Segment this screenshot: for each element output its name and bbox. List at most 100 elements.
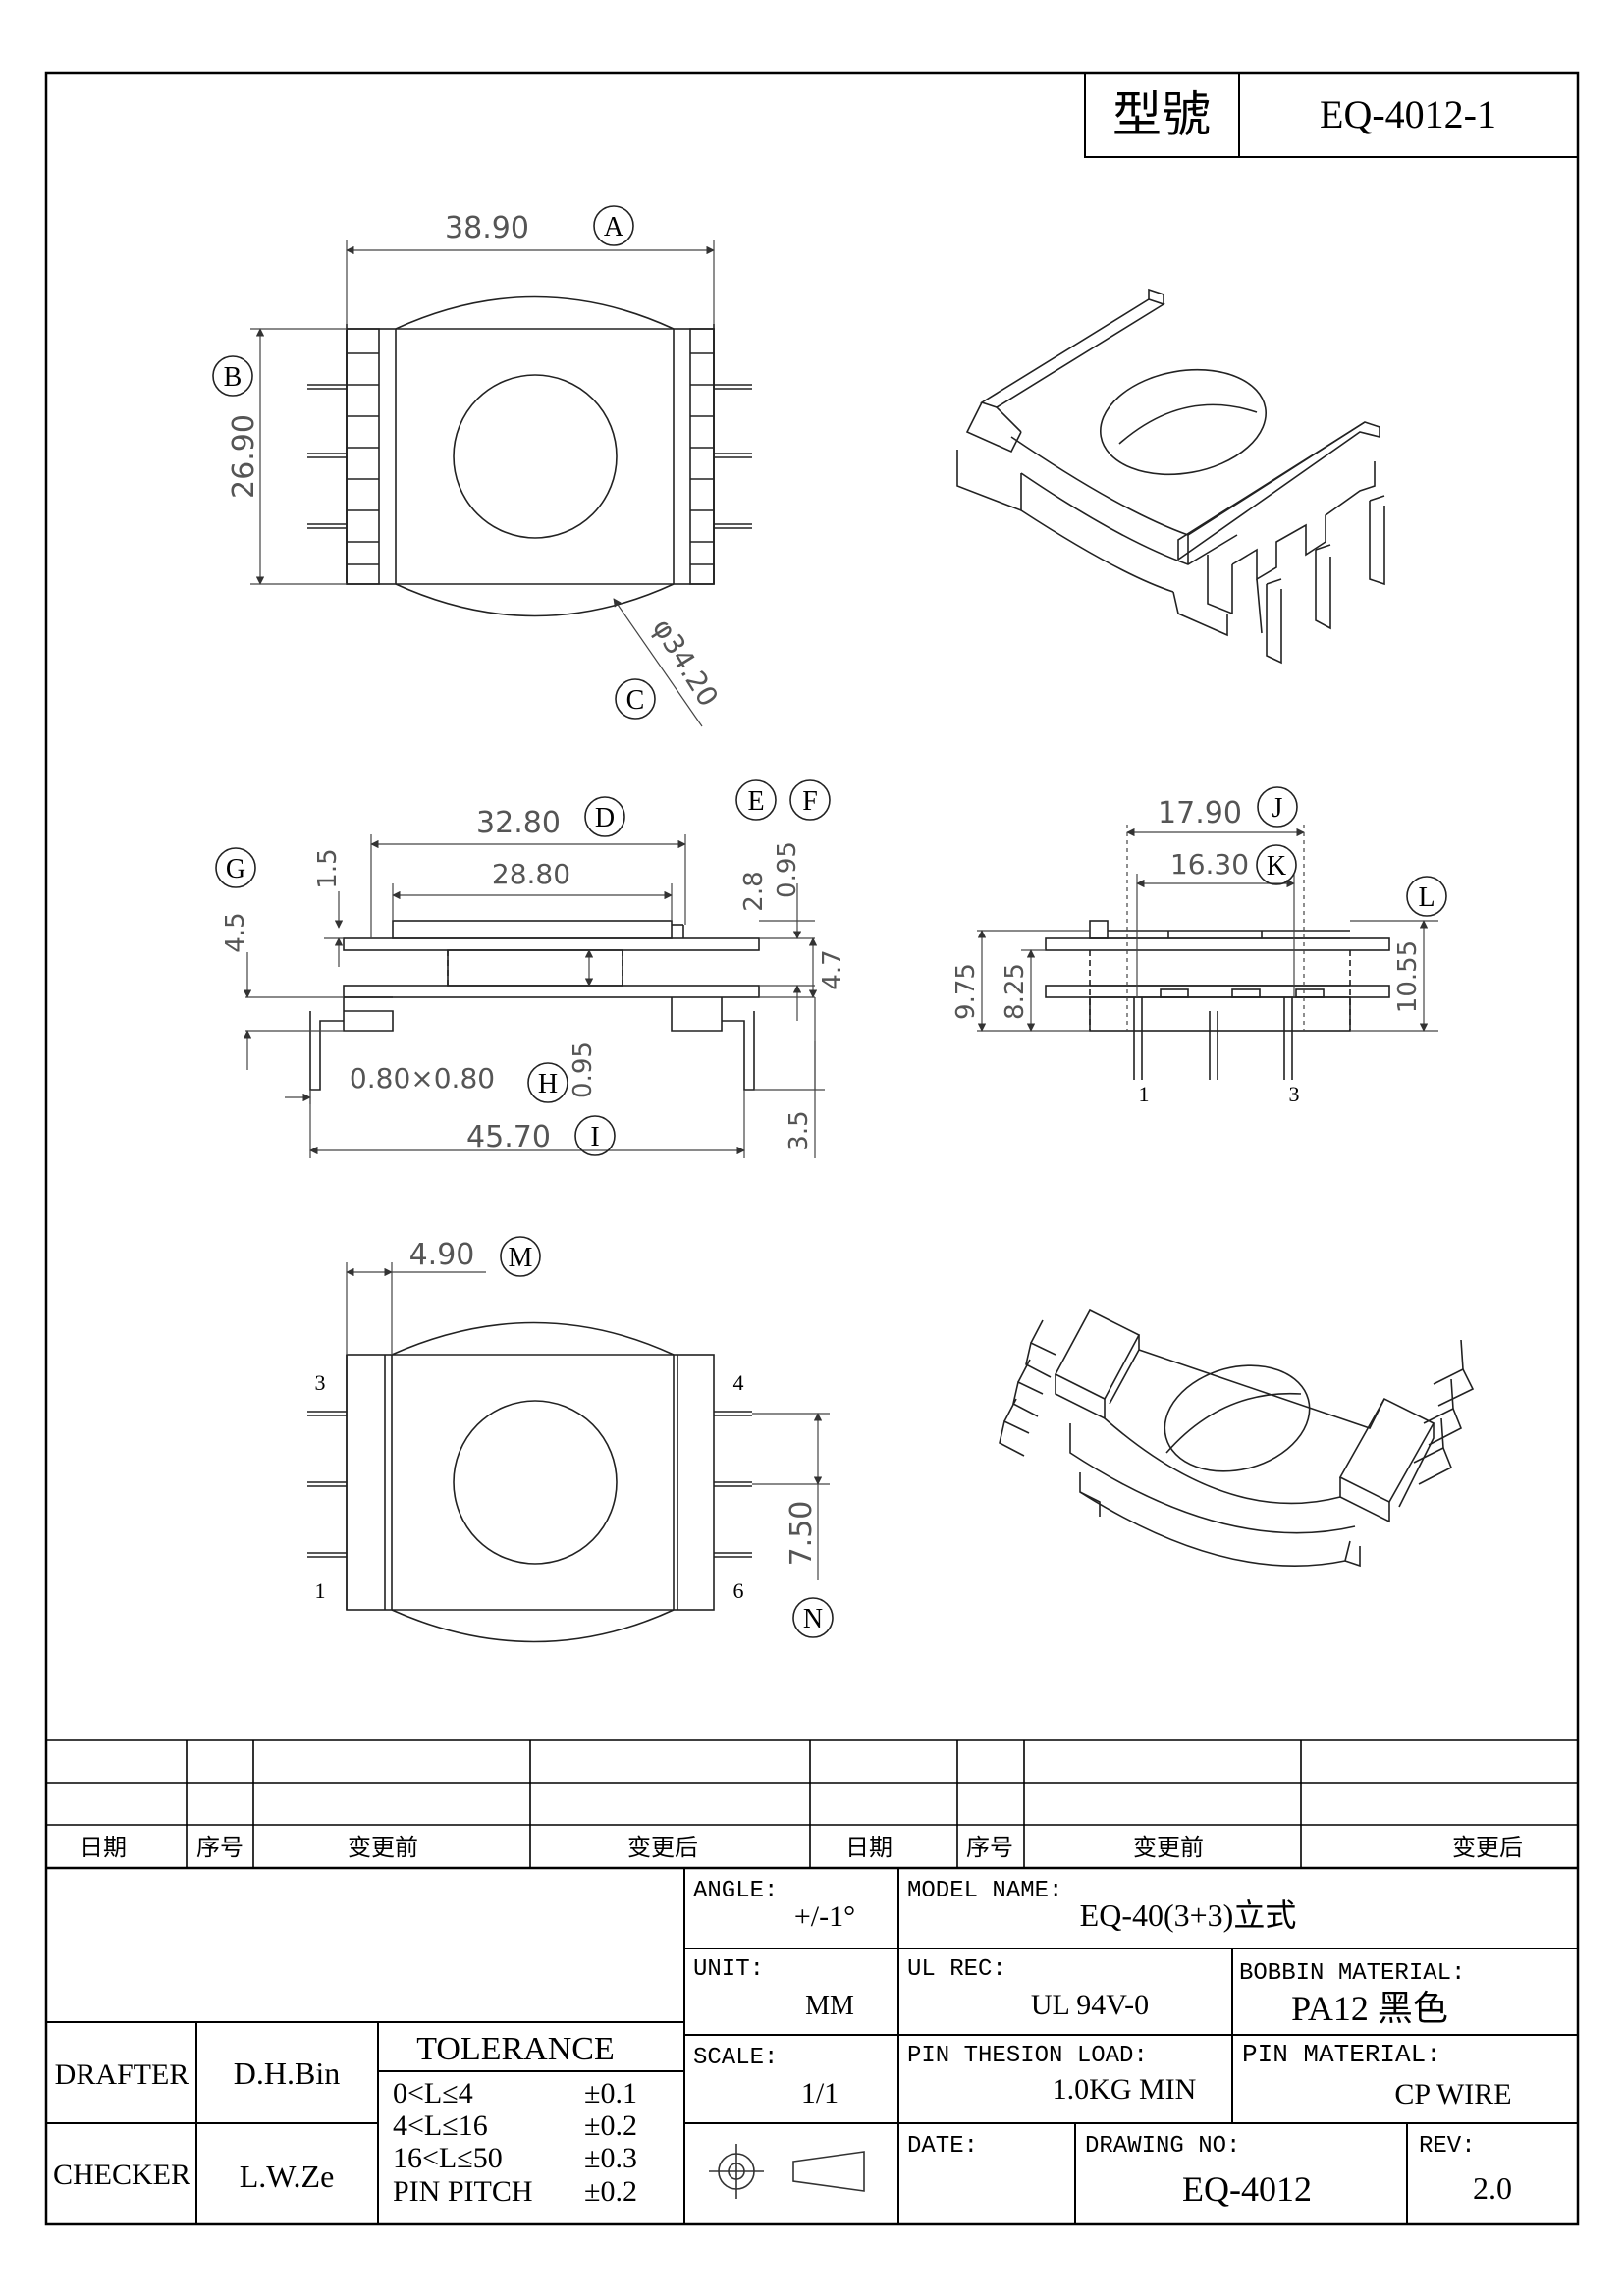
callout-letters: A B C D E F G H I J K L M N	[224, 212, 1435, 1634]
drawing-no-value: EQ-4012	[1182, 2169, 1312, 2209]
bobbin-label: BOBBIN MATERIAL:	[1239, 1960, 1465, 1987]
model-name-value: EQ-40(3+3)立式	[1080, 1897, 1297, 1933]
svg-text:变更前: 变更前	[1133, 1834, 1204, 1861]
side-view-dimensions	[243, 834, 825, 1158]
pin-load-value: 1.0KG MIN	[1053, 2073, 1197, 2106]
dim-b: 26.90	[227, 414, 261, 499]
isometric-view-top	[956, 288, 1385, 665]
ul-value: UL 94V-0	[1031, 1989, 1149, 2021]
dim-e: 2.8	[739, 871, 769, 911]
dim-g: 4.5	[221, 912, 250, 952]
svg-text:变更后: 变更后	[627, 1834, 698, 1861]
scale-label: SCALE:	[693, 2045, 778, 2071]
drawing-no-label: DRAWING NO:	[1085, 2133, 1240, 2160]
callout-g: G	[226, 854, 245, 884]
svg-text:序号: 序号	[196, 1834, 244, 1861]
svg-text:0<L≤4: 0<L≤4	[393, 2077, 473, 2109]
svg-text:±0.2: ±0.2	[584, 2109, 637, 2142]
callout-b: B	[224, 362, 243, 393]
checker-value: L.W.Ze	[240, 2159, 335, 2194]
bobbin-value: PA12 黑色	[1291, 1989, 1448, 2028]
angle-label: ANGLE:	[693, 1878, 778, 1904]
pin-label-bottom-3: 3	[315, 1370, 326, 1395]
callout-h: H	[538, 1069, 558, 1099]
svg-text:±0.1: ±0.1	[584, 2077, 637, 2109]
unit-label: UNIT:	[693, 1956, 764, 1983]
dim-g2: 1.5	[313, 848, 343, 888]
pin-label-bottom-6: 6	[733, 1578, 744, 1603]
dim-d: 32.80	[476, 806, 561, 840]
dim-k: 16.30	[1170, 848, 1249, 881]
svg-text:日期: 日期	[80, 1834, 127, 1861]
top-view	[307, 295, 752, 617]
checker-label: CHECKER	[53, 2159, 190, 2191]
revision-table	[46, 1739, 1578, 1870]
side-view	[309, 920, 760, 1091]
isometric-view-bottom	[999, 1308, 1475, 1568]
dim-j: 17.90	[1158, 796, 1242, 830]
svg-text:16<L≤50: 16<L≤50	[393, 2142, 503, 2174]
dim-f: 0.95	[773, 841, 802, 898]
model-title-box: 型號 EQ-4012-1	[1084, 72, 1579, 158]
svg-text:4<L≤16: 4<L≤16	[393, 2109, 488, 2142]
model-label: 型號	[1112, 86, 1211, 143]
dim-h: 0.80×0.80	[350, 1062, 495, 1095]
svg-text:变更前: 变更前	[348, 1834, 418, 1861]
callout-a: A	[604, 212, 624, 242]
model-name-label: MODEL NAME:	[907, 1878, 1062, 1904]
pin-load-label: PIN THESION LOAD:	[907, 2043, 1148, 2069]
svg-text:变更后: 变更后	[1452, 1834, 1523, 1861]
dim-m: 4.90	[409, 1238, 475, 1272]
pin-label-side-3: 3	[1289, 1082, 1300, 1106]
sheet-border	[44, 71, 1580, 2226]
revision-table-headers: 日期 序号 变更前 变更后 日期 序号 变更前 变更后	[80, 1834, 1523, 1861]
scale-value: 1/1	[801, 2077, 839, 2109]
dim-l2: 8.25	[1001, 963, 1030, 1020]
pin-material-label: PIN MATERIAL:	[1242, 2040, 1441, 2069]
callout-n: N	[803, 1604, 823, 1634]
callout-j: J	[1272, 793, 1283, 824]
callouts	[212, 205, 1447, 1638]
dim-l1: 9.75	[951, 963, 981, 1020]
svg-text:±0.2: ±0.2	[584, 2175, 637, 2208]
projection-symbol-icon	[709, 2144, 865, 2199]
top-view-dimensions	[250, 240, 715, 727]
callout-k: K	[1267, 851, 1286, 881]
ul-label: UL REC:	[907, 1956, 1006, 1983]
rev-label: REV:	[1419, 2133, 1476, 2160]
title-block	[46, 1868, 1578, 2224]
unit-value: MM	[805, 1991, 854, 2021]
callout-c: C	[626, 685, 645, 716]
callout-m: M	[509, 1243, 533, 1273]
pin-material-value: CP WIRE	[1394, 2078, 1511, 2110]
pin-label-bottom-1: 1	[315, 1578, 326, 1603]
model-value: EQ-4012-1	[1320, 92, 1496, 136]
tolerance-rows: 0<L≤4 ±0.1 4<L≤16 ±0.2 16<L≤50 ±0.3 PIN …	[393, 2077, 637, 2208]
drafter-label: DRAFTER	[55, 2058, 189, 2091]
angle-value: +/-1°	[794, 1900, 855, 1933]
dim-n: 7.50	[785, 1501, 819, 1567]
dim-ef2: 4.7	[818, 949, 847, 989]
dim-l3: 10.55	[1393, 940, 1423, 1013]
dim-a: 38.90	[445, 211, 529, 245]
date-label: DATE:	[907, 2133, 978, 2160]
dim-i2: 3.5	[785, 1110, 814, 1150]
pin-label-bottom-4: 4	[733, 1370, 744, 1395]
pin-label-side-1: 1	[1139, 1082, 1150, 1106]
svg-text:日期: 日期	[845, 1834, 893, 1861]
svg-text:±0.3: ±0.3	[584, 2142, 637, 2174]
bottom-view-dimensions	[346, 1262, 830, 1580]
callout-d: D	[595, 803, 615, 833]
dim-i: 45.70	[466, 1120, 551, 1154]
dim-h2: 0.95	[568, 1041, 598, 1098]
callout-f: F	[802, 786, 818, 817]
callout-e: E	[747, 786, 764, 817]
front-view-dimensions	[977, 825, 1438, 1032]
callout-i: I	[590, 1122, 599, 1152]
tolerance-title: TOLERANCE	[416, 2031, 614, 2067]
bottom-view	[307, 1321, 752, 1643]
svg-text:序号: 序号	[966, 1834, 1013, 1861]
drafter-value: D.H.Bin	[234, 2056, 340, 2091]
callout-l: L	[1418, 882, 1435, 913]
